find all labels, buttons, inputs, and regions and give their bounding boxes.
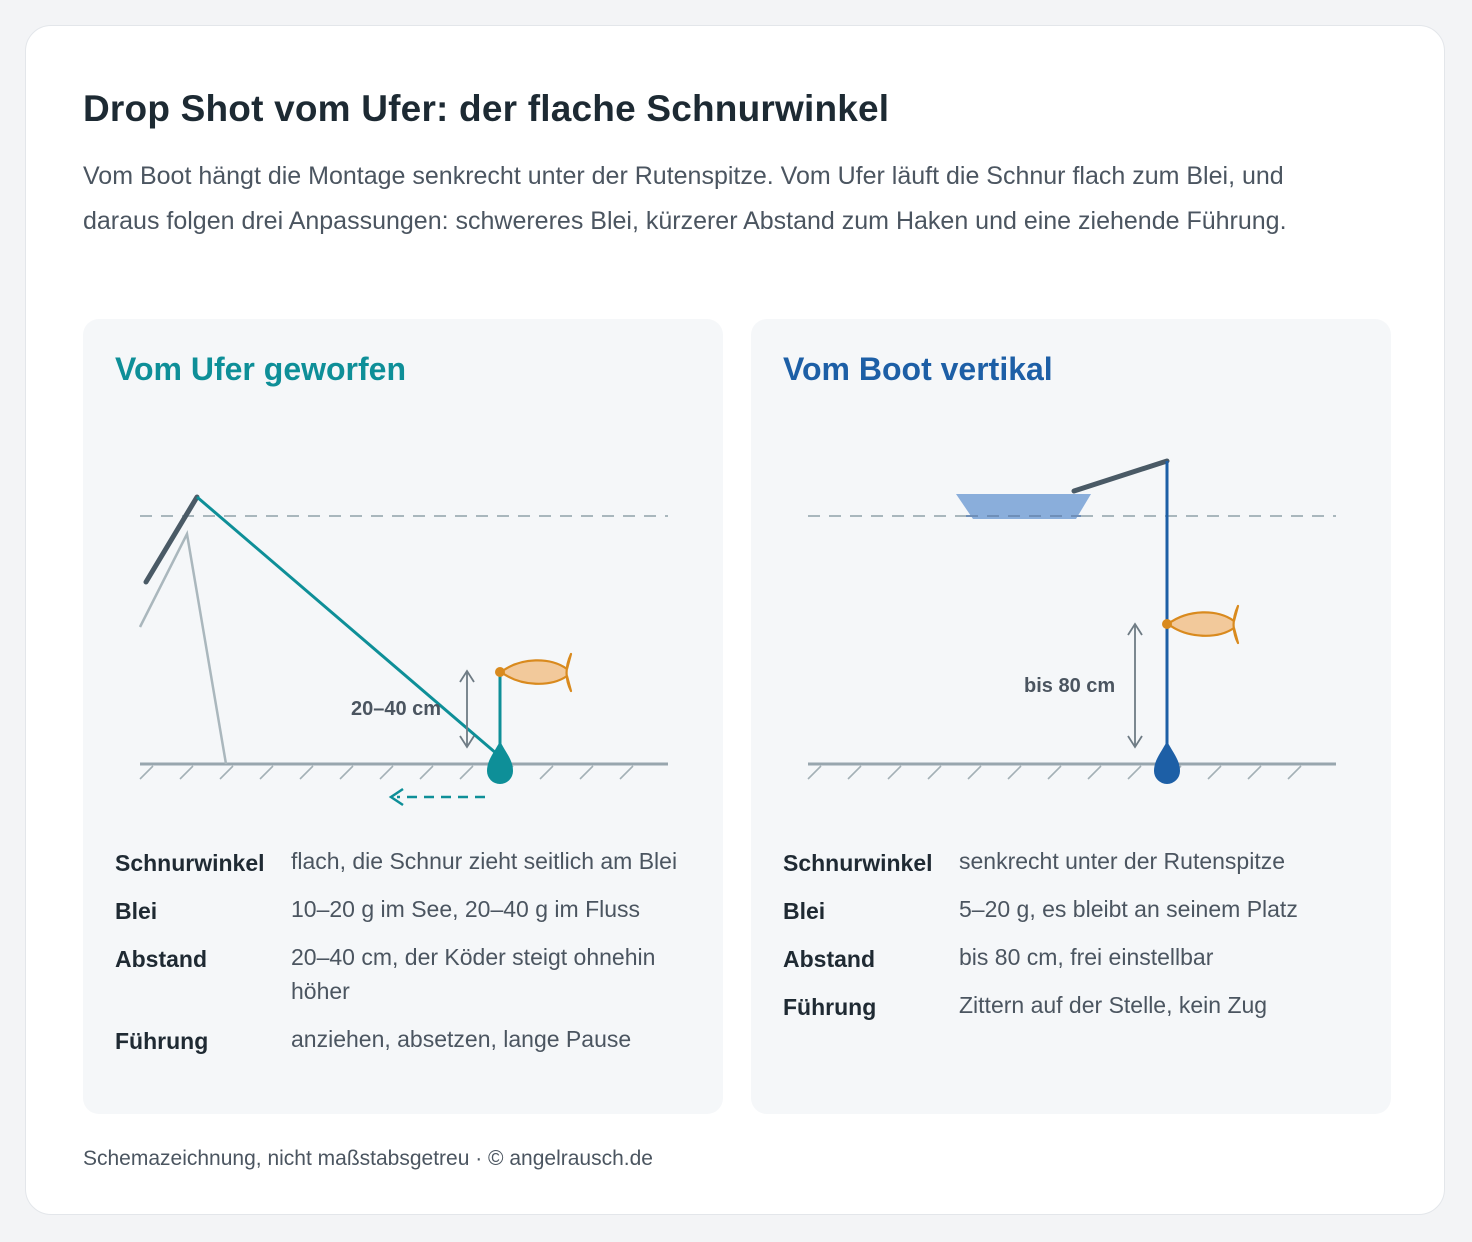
footer-note: Schemazeichnung, nicht maßstabsgetreu · … [83,1147,653,1170]
distance-label: 20–40 cm [351,698,441,720]
info-row: Schnurwinkel flach, die Schnur zieht seit… [115,844,705,878]
sinker-weight [1154,741,1180,784]
info-row: Blei 5–20 g, es bleibt an seinem Platz [783,892,1373,926]
fishing-rod [1071,458,1170,494]
info-value: 10–20 g im See, 20–40 g im Fluss [291,896,641,922]
info-value: 20–40 cm, der Köder steigt ohnehin höher [291,944,656,1004]
page-title: Drop Shot vom Ufer: der flache Schnurwin… [83,88,890,129]
info-value: senkrecht unter der Rutenspitze [959,848,1286,874]
panel-shore: Vom Ufer geworfen [83,319,723,1114]
info-row: Abstand 20–40 cm, der Köder steigt ohnehi… [115,940,705,1008]
info-key: Blei [115,898,158,924]
info-table-boat: Schnurwinkel senkrecht unter der Rutenspi… [783,844,1373,1036]
info-value: 5–20 g, es bleibt an seinem Platz [959,896,1298,922]
panel-title-shore: Vom Ufer geworfen [115,351,406,387]
info-key: Abstand [783,946,875,972]
info-row: Führung anziehen, absetzen, lange Pause [115,1022,705,1056]
info-row: Blei 10–20 g im See, 20–40 g im Fluss [115,892,705,926]
info-value: flach, die Schnur zieht seitlich am Blei [291,848,678,874]
shore-slope [138,530,228,765]
info-key: Führung [115,1028,209,1054]
info-row: Abstand bis 80 cm, frei einstellbar [783,940,1373,974]
diagram-boat: bis 80 cm [807,458,1336,784]
panel-boat: Vom Boot vertikal [751,319,1391,1114]
info-value: anziehen, absetzen, lange Pause [291,1026,632,1052]
info-value: bis 80 cm, frei einstellbar [959,944,1214,970]
panel-title-boat: Vom Boot vertikal [783,351,1053,387]
main-line [196,495,498,756]
diagram-shore: 20–40 cm [138,494,668,807]
info-key: Schnurwinkel [783,850,933,876]
info-key: Führung [783,994,877,1020]
fish-bait [495,652,573,693]
info-row: Schnurwinkel senkrecht unter der Rutenspi… [783,844,1373,878]
bottom-hatching [807,765,1302,780]
intro-text: Vom Boot hängt die Montage senkrecht unt… [83,162,1287,235]
bottom-hatching [139,765,634,780]
fishing-rod [143,494,200,585]
sinker-weight [487,741,513,784]
boat-hull [956,494,1091,519]
info-key: Blei [783,898,826,924]
info-key: Abstand [115,946,207,972]
info-table-shore: Schnurwinkel flach, die Schnur zieht seit… [115,844,705,1070]
fish-bait [1162,604,1240,645]
drag-direction-arrow [388,787,485,807]
info-value: Zittern auf der Stelle, kein Zug [959,992,1268,1018]
infographic-card: Drop Shot vom Ufer: der flache Schnurwin… [25,25,1445,1215]
info-key: Schnurwinkel [115,850,265,876]
info-row: Führung Zittern auf der Stelle, kein Zug [783,988,1373,1022]
distance-arrow [1127,622,1143,749]
distance-label: bis 80 cm [1024,675,1115,697]
distance-arrow [459,669,475,749]
